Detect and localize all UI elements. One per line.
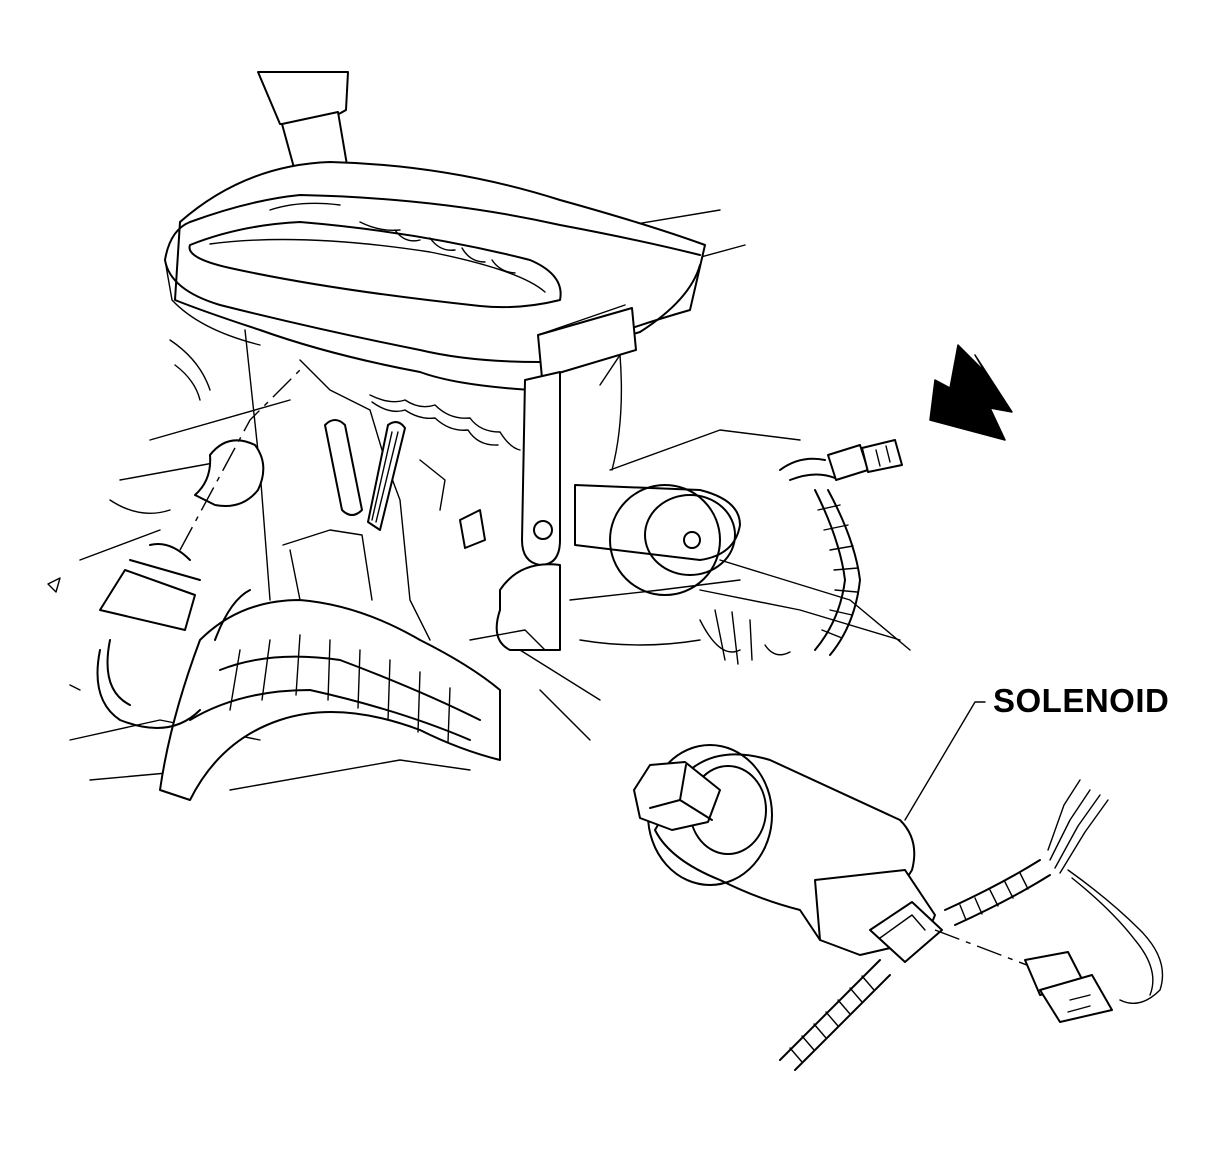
solenoid-leader-line [904, 701, 986, 821]
upper-harness-connector [779, 439, 903, 656]
solenoid-harness [779, 779, 1164, 1071]
shift-bracket [521, 354, 741, 596]
solenoid-label: SOLENOID [993, 682, 1170, 719]
lamp-bulb [99, 369, 301, 631]
solenoid-component [633, 744, 943, 963]
shifter-console [164, 161, 706, 391]
floor-structure [47, 209, 911, 791]
view-direction-arrow-icon [929, 344, 1013, 441]
detent-plate [244, 329, 561, 651]
wire-harness-left [96, 589, 501, 801]
